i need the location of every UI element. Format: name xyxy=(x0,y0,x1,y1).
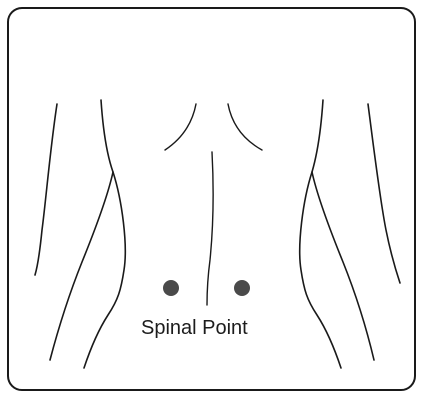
left-scapula-line xyxy=(165,104,196,150)
spinal-point-left xyxy=(163,280,179,296)
spinal-point-label: Spinal Point xyxy=(141,314,281,342)
right-arm-outline xyxy=(368,104,400,283)
spinal-point-right xyxy=(234,280,250,296)
spine-line xyxy=(207,152,213,305)
left-arm-outline xyxy=(35,104,57,275)
right-scapula-line xyxy=(228,104,262,150)
